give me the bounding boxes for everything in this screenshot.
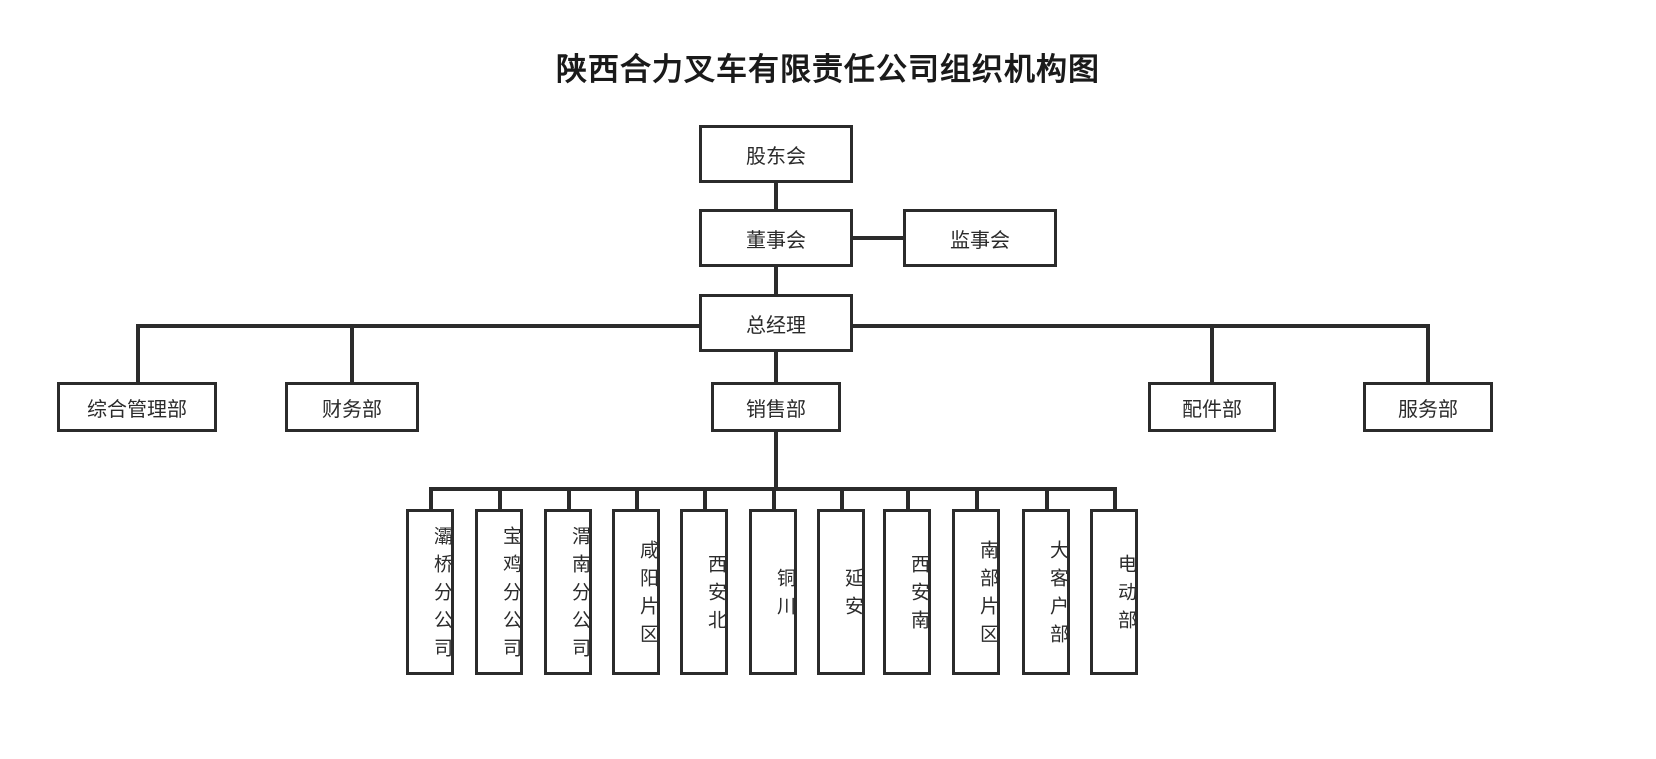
node-parts-dept[interactable]: 配件部: [1148, 382, 1276, 432]
node-dept-electric[interactable]: 电动部: [1090, 509, 1138, 675]
connector-gm-bus-left: [136, 324, 701, 328]
drop-to-region-south: [975, 487, 979, 511]
drop-to-branch-weinan: [567, 487, 571, 511]
drop-to-region-xian-south: [906, 487, 910, 511]
connector-shareholders-to-board: [774, 183, 778, 210]
node-dept-key-accounts[interactable]: 大客户部: [1022, 509, 1070, 675]
connector-board-to-general-manager: [774, 267, 778, 295]
connector-gm-bus-right: [851, 324, 1430, 328]
node-region-xian-north[interactable]: 西安北: [680, 509, 728, 675]
node-branch-baqiao[interactable]: 灞桥分公司: [406, 509, 454, 675]
node-board-of-supervisors[interactable]: 监事会: [903, 209, 1057, 267]
drop-to-region-yanan: [840, 487, 844, 511]
node-region-xianyang[interactable]: 咸阳片区: [612, 509, 660, 675]
node-shareholders-meeting[interactable]: 股东会: [699, 125, 853, 183]
page-title: 陕西合力叉车有限责任公司组织机构图: [556, 52, 1100, 87]
drop-to-branch-baqiao: [429, 487, 433, 511]
node-general-manager[interactable]: 总经理: [699, 294, 853, 352]
node-region-xian-south[interactable]: 西安南: [883, 509, 931, 675]
drop-to-region-xian-north: [703, 487, 707, 511]
node-service-dept[interactable]: 服务部: [1363, 382, 1493, 432]
drop-to-region-xianyang: [635, 487, 639, 511]
drop-to-region-tongchuan: [772, 487, 776, 511]
drop-to-dept-electric: [1113, 487, 1117, 511]
drop-to-sales: [774, 352, 778, 383]
node-comprehensive-management-dept[interactable]: 综合管理部: [57, 382, 217, 432]
drop-sales-to-bus: [774, 432, 778, 490]
drop-to-branch-baoji: [498, 487, 502, 511]
connector-board-to-supervisors: [853, 236, 905, 240]
drop-to-parts: [1210, 324, 1214, 383]
node-branch-baoji[interactable]: 宝鸡分公司: [475, 509, 523, 675]
node-branch-weinan[interactable]: 渭南分公司: [544, 509, 592, 675]
node-finance-dept[interactable]: 财务部: [285, 382, 419, 432]
drop-to-finance: [350, 324, 354, 383]
node-board-of-directors[interactable]: 董事会: [699, 209, 853, 267]
node-region-yanan[interactable]: 延安: [817, 509, 865, 675]
node-sales-dept[interactable]: 销售部: [711, 382, 841, 432]
node-region-tongchuan[interactable]: 铜川: [749, 509, 797, 675]
drop-to-dept-key-accounts: [1045, 487, 1049, 511]
drop-to-comprehensive-management: [136, 324, 140, 383]
node-region-south[interactable]: 南部片区: [952, 509, 1000, 675]
drop-to-service: [1426, 324, 1430, 383]
